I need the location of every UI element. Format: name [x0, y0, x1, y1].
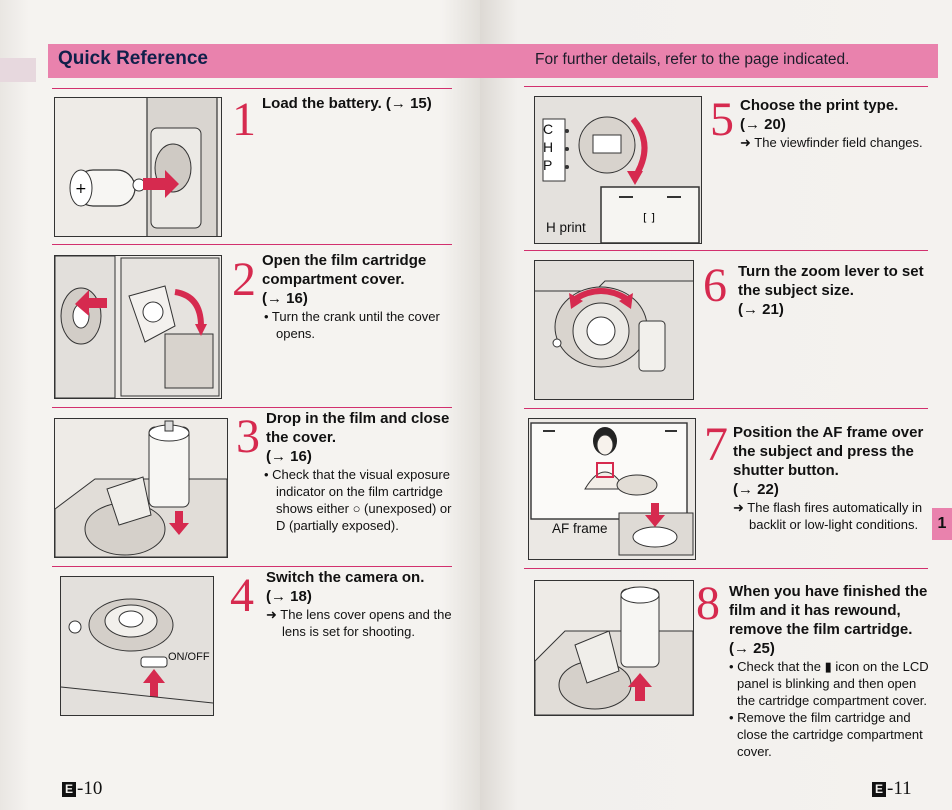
- af-frame-illustration: [528, 418, 696, 560]
- e-badge-icon: E: [62, 782, 76, 797]
- print-type-illustration: [ ]: [534, 96, 702, 244]
- battery-icon: +: [69, 98, 218, 236]
- separator: [524, 250, 928, 251]
- print-type-h: H: [543, 139, 554, 155]
- step-number: 3: [236, 410, 260, 463]
- print-type-c: C: [543, 121, 554, 137]
- header-note: For further details, refer to the page i…: [535, 51, 850, 68]
- separator: [52, 407, 452, 408]
- step-ref: (→ 22): [733, 481, 779, 498]
- af-frame-label: AF frame: [552, 521, 608, 536]
- step-title: Drop in the film and close the cover.: [266, 410, 450, 446]
- e-badge-icon: E: [872, 782, 886, 797]
- header-banner-left: [48, 44, 480, 78]
- onoff-label: ON/OFF: [168, 651, 210, 663]
- camera-icon: [61, 577, 213, 715]
- step-number: 1: [232, 93, 256, 146]
- left-page-number-text: -10: [77, 778, 103, 799]
- film-cartridge-icon: [55, 420, 227, 557]
- step-2-text: Open the film cartridge compartment cove…: [262, 251, 462, 342]
- step-title: Open the film cartridge compartment cove…: [262, 252, 427, 288]
- page-title: Quick Reference: [58, 48, 208, 69]
- viewfinder-icon: [ ]: [535, 97, 701, 243]
- step-ref: (→ 18): [266, 588, 312, 605]
- film-drop-illustration: [54, 418, 228, 558]
- zoom-lever-illustration: [534, 260, 694, 400]
- step-number: 8: [696, 577, 720, 630]
- step-note: • Check that the visual exposure indicat…: [264, 467, 452, 533]
- camera-icon: [535, 261, 693, 399]
- left-edge-tab: [0, 58, 36, 82]
- step-3-text: Drop in the film and close the cover. (→…: [264, 409, 462, 534]
- step-note: • Remove the film cartridge and close th…: [729, 710, 923, 759]
- step-title: Choose the print type.: [740, 97, 899, 114]
- remove-cartridge-illustration: [534, 580, 694, 716]
- step-4-text: Switch the camera on. (→ 18) ➜ The lens …: [266, 568, 462, 640]
- step-number: 2: [232, 253, 256, 306]
- right-page-number-text: -11: [887, 778, 912, 799]
- h-print-label: H print: [546, 220, 586, 235]
- step-title: Turn the zoom lever to set the subject s…: [738, 263, 924, 299]
- step-ref: (→ 21): [738, 301, 784, 318]
- step-note: ➜ The lens cover opens and the lens is s…: [266, 607, 452, 639]
- chp-labels: C H P: [543, 120, 553, 174]
- step-8-text: When you have finished the film and it h…: [729, 582, 929, 760]
- step-title: Switch the camera on.: [266, 569, 425, 586]
- viewfinder-icon: [529, 419, 695, 559]
- power-switch-illustration: [60, 576, 214, 716]
- step-title: When you have finished the film and it h…: [729, 583, 928, 657]
- step-ref: (→ 20): [740, 116, 786, 133]
- print-type-p: P: [543, 157, 553, 173]
- step-number: 5: [710, 93, 734, 146]
- cartridge-cover-illustration: [54, 255, 222, 399]
- svg-text:[ ]: [ ]: [643, 211, 655, 224]
- step-note: ➜ The flash fires automatically in backl…: [733, 500, 923, 532]
- step-ref: (→ 16): [262, 290, 308, 307]
- step-number: 4: [230, 569, 254, 622]
- step-note: • Check that the ▮ icon on the LCD panel…: [729, 659, 929, 708]
- separator: [52, 88, 452, 89]
- separator: [52, 566, 452, 567]
- header-banner-right: [480, 44, 938, 78]
- step-number: 7: [704, 418, 728, 471]
- step-number: 6: [703, 259, 727, 312]
- step-ref: (→ 16): [266, 448, 312, 465]
- separator: [52, 244, 452, 245]
- left-page-number: E-10: [62, 778, 102, 800]
- svg-text:+: +: [75, 181, 87, 197]
- step-note: ➜ The viewfinder field changes.: [740, 135, 923, 150]
- step-7-text: Position the AF frame over the subject a…: [733, 423, 929, 533]
- step-6-text: Turn the zoom lever to set the subject s…: [738, 262, 928, 319]
- step-title: Position the AF frame over the subject a…: [733, 424, 924, 479]
- separator: [524, 568, 928, 569]
- battery-illustration: +: [54, 97, 222, 237]
- right-page-number: E-11: [872, 778, 912, 800]
- separator: [524, 408, 928, 409]
- step-title: Load the battery. (→ 15): [262, 95, 432, 112]
- camera-icon: [55, 256, 220, 398]
- step-5-text: Choose the print type. (→ 20) ➜ The view…: [740, 96, 930, 151]
- step-note: • Turn the crank until the cover opens.: [264, 309, 440, 341]
- separator: [524, 86, 928, 87]
- film-cartridge-icon: [535, 586, 693, 715]
- step-1-text: Load the battery. (→ 15): [262, 94, 462, 113]
- chapter-tab: 1: [932, 508, 952, 540]
